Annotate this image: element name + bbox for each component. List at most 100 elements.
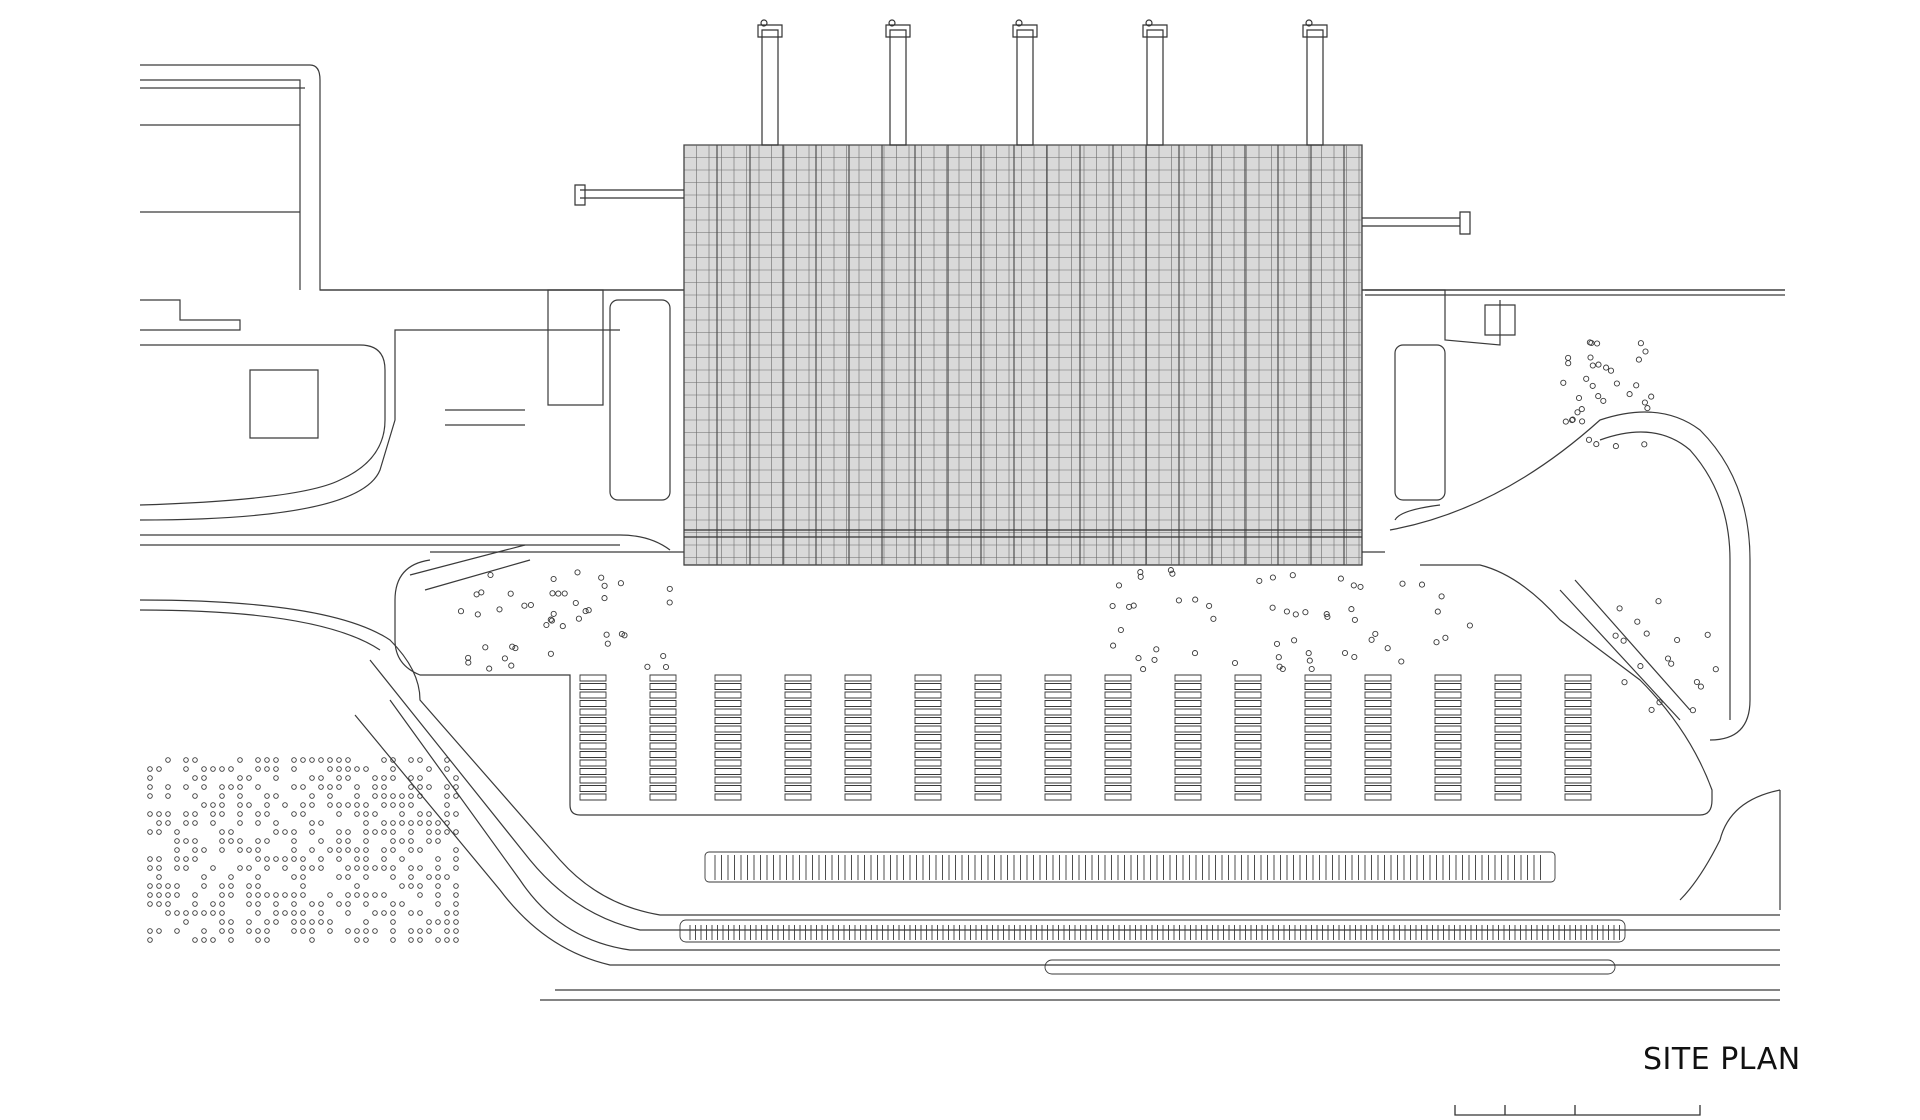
tree (310, 938, 315, 943)
parking-stall (915, 692, 941, 698)
tree (364, 812, 369, 817)
jet-bridge (890, 30, 906, 145)
parking-stall (580, 701, 606, 707)
parking-stall (1565, 735, 1591, 741)
tree (184, 821, 189, 826)
tree (274, 902, 279, 907)
tree (175, 839, 180, 844)
tree (1580, 419, 1585, 424)
tree (1400, 581, 1405, 586)
parking-stall (1435, 675, 1461, 681)
road-top-left-inner (140, 80, 300, 290)
parking-stall (1105, 769, 1131, 775)
parking-stall (785, 684, 811, 690)
parking-stall (580, 769, 606, 775)
parking-stall (1365, 684, 1391, 690)
tree (1705, 632, 1710, 637)
parking-stall (975, 709, 1001, 715)
tree (1434, 640, 1439, 645)
parking-stall (650, 752, 676, 758)
tree (1270, 575, 1275, 580)
tree (1116, 583, 1121, 588)
tree (436, 830, 441, 835)
parking-stall (580, 709, 606, 715)
tree (238, 785, 243, 790)
tree (1645, 406, 1650, 411)
parking-stall (580, 777, 606, 783)
tree (229, 920, 234, 925)
tree (292, 767, 297, 772)
taxiway-line-1 (140, 535, 670, 550)
tree (427, 785, 432, 790)
tree (400, 812, 405, 817)
tree (1638, 664, 1643, 669)
tree (157, 830, 162, 835)
tree (265, 758, 270, 763)
parking-stall (1435, 786, 1461, 792)
parking-stall (1175, 794, 1201, 800)
tree (1638, 341, 1643, 346)
tree (166, 758, 171, 763)
tree (265, 929, 270, 934)
tree (508, 591, 513, 596)
parking-stall (1045, 684, 1071, 690)
tree (445, 938, 450, 943)
parking-stall (1365, 726, 1391, 732)
tree (310, 920, 315, 925)
tree (328, 767, 333, 772)
tree (256, 848, 261, 853)
tree (364, 839, 369, 844)
parking-stall (975, 786, 1001, 792)
tree (337, 839, 342, 844)
tree (1138, 574, 1143, 579)
tree (1595, 341, 1600, 346)
parking-stall (975, 794, 1001, 800)
tree (454, 812, 459, 817)
tree (193, 758, 198, 763)
parking-stall (1495, 718, 1521, 724)
tree (391, 902, 396, 907)
tree (400, 884, 405, 889)
parking-stall (1495, 760, 1521, 766)
parking-stall (1435, 743, 1461, 749)
tree (184, 839, 189, 844)
tree (409, 866, 414, 871)
parking-bay-row (680, 920, 1625, 942)
tree (454, 920, 459, 925)
tree (148, 830, 153, 835)
tree (522, 603, 527, 608)
parking-stall (1175, 675, 1201, 681)
tree (292, 911, 297, 916)
tree (202, 911, 207, 916)
parking-stall (1045, 760, 1071, 766)
tree (301, 803, 306, 808)
tree (528, 602, 533, 607)
tree (1576, 395, 1581, 400)
tree (157, 884, 162, 889)
tree (220, 794, 225, 799)
tree (583, 609, 588, 614)
tree (551, 611, 556, 616)
tree (1596, 394, 1601, 399)
parking-stall (1045, 726, 1071, 732)
parking-stall (785, 692, 811, 698)
tree (1257, 578, 1262, 583)
tree (337, 776, 342, 781)
terminal-building (684, 145, 1362, 565)
tree (1138, 570, 1143, 575)
tree (391, 758, 396, 763)
parking-stall (1235, 726, 1261, 732)
parking-stall (1565, 794, 1591, 800)
tree (586, 608, 591, 613)
tree (184, 857, 189, 862)
parking-stall (1565, 726, 1591, 732)
tree (346, 767, 351, 772)
tree (256, 902, 261, 907)
tree (229, 839, 234, 844)
tree (256, 821, 261, 826)
tree (510, 644, 515, 649)
tree (256, 893, 261, 898)
tree (238, 821, 243, 826)
tree (605, 641, 610, 646)
tree (663, 664, 668, 669)
